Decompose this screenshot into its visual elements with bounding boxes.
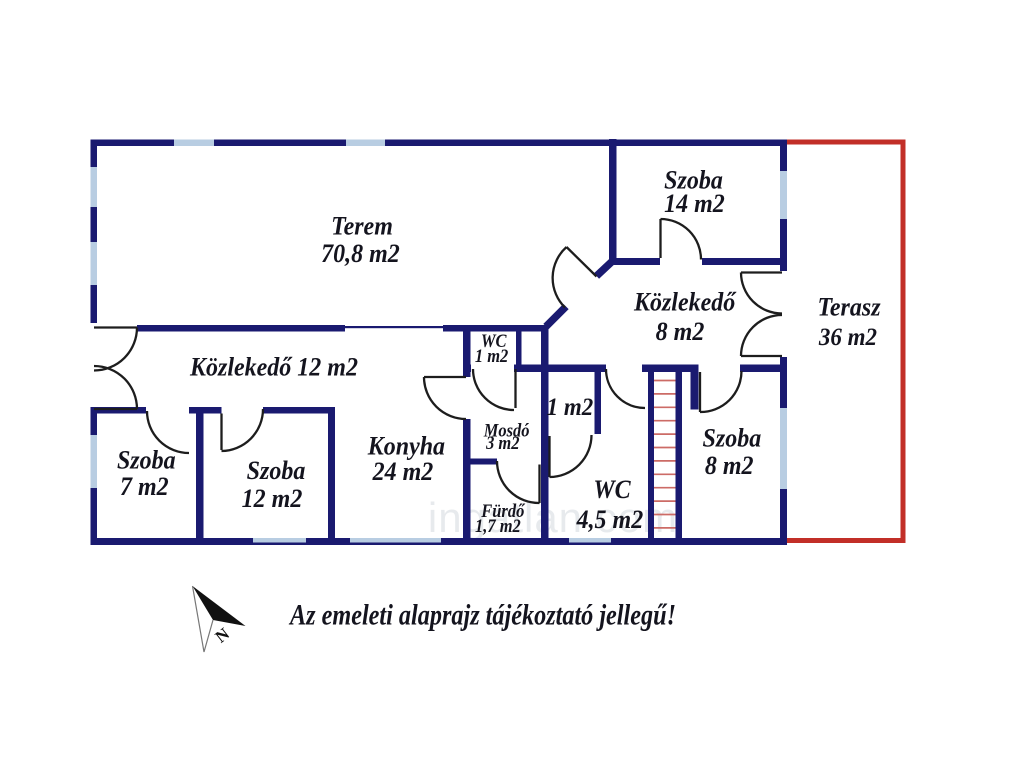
svg-text:WC: WC	[593, 474, 631, 505]
svg-text:Közlekedő 12 m2: Közlekedő 12 m2	[189, 351, 358, 382]
svg-text:1 m2: 1 m2	[475, 345, 509, 366]
svg-text:24 m2: 24 m2	[372, 456, 434, 487]
svg-text:8 m2: 8 m2	[656, 316, 705, 347]
svg-text:70,8 m2: 70,8 m2	[321, 238, 400, 269]
svg-text:Konyha: Konyha	[367, 430, 446, 461]
svg-text:Terasz: Terasz	[817, 291, 880, 322]
svg-text:Terem: Terem	[331, 210, 393, 241]
svg-text:8 m2: 8 m2	[705, 450, 754, 481]
svg-text:Szoba: Szoba	[664, 164, 723, 195]
svg-text:Fürdő: Fürdő	[480, 500, 525, 521]
svg-text:36 m2: 36 m2	[818, 323, 877, 351]
svg-text:WC: WC	[481, 330, 507, 351]
svg-text:Szoba: Szoba	[703, 422, 762, 453]
svg-text:Közlekedő: Közlekedő	[633, 286, 737, 317]
svg-text:12 m2: 12 m2	[242, 483, 303, 514]
svg-text:7 m2: 7 m2	[120, 471, 169, 502]
svg-text:4,5 m2: 4,5 m2	[576, 504, 644, 535]
svg-text:3 m2: 3 m2	[485, 432, 520, 453]
svg-text:Szoba: Szoba	[247, 455, 306, 486]
svg-text:1 m2: 1 m2	[547, 393, 594, 421]
svg-text:Az emeleti alaprajz tájékoztat: Az emeleti alaprajz tájékoztató jellegű!	[288, 598, 676, 631]
svg-text:Szoba: Szoba	[117, 444, 176, 475]
svg-text:1,7 m2: 1,7 m2	[475, 515, 521, 536]
svg-text:14 m2: 14 m2	[664, 188, 725, 219]
svg-text:Mosdó: Mosdó	[483, 420, 530, 441]
